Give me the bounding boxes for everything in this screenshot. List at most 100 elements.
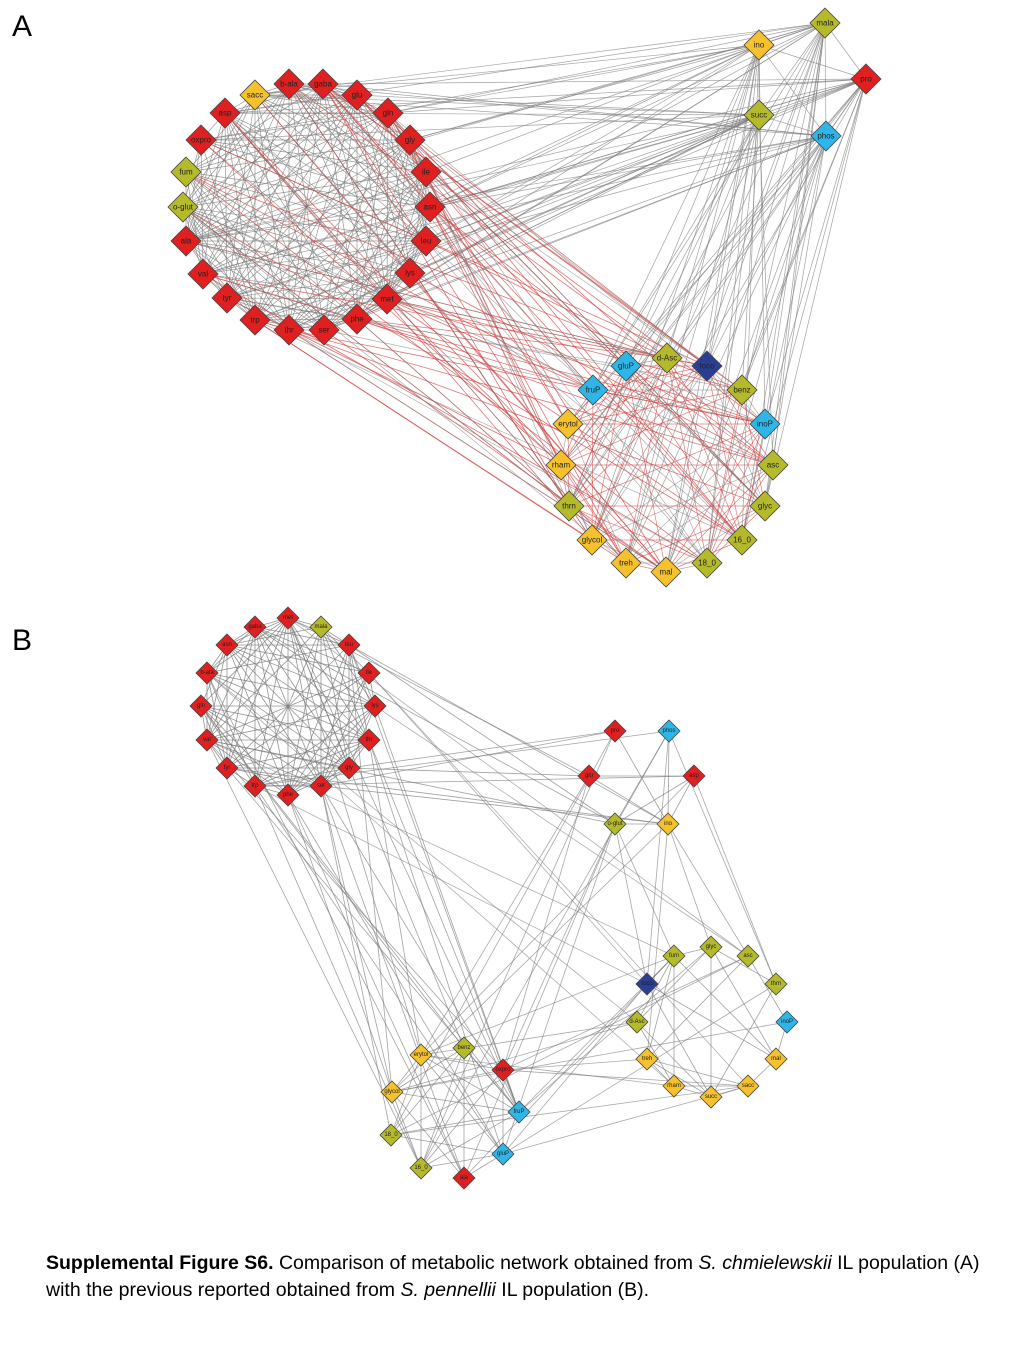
edge bbox=[200, 112, 389, 141]
edge bbox=[420, 775, 590, 1056]
b-node-fruP: fruP bbox=[507, 1100, 531, 1124]
node-label: inoP bbox=[757, 420, 773, 429]
panel-label-a: A bbox=[12, 10, 33, 43]
edge bbox=[425, 171, 743, 391]
edge bbox=[254, 617, 289, 787]
edge bbox=[673, 955, 777, 1060]
b-node-rham: rham bbox=[662, 1074, 686, 1098]
node-shape bbox=[749, 490, 781, 522]
edge bbox=[646, 955, 749, 1060]
edge bbox=[200, 705, 289, 796]
edge bbox=[288, 94, 358, 331]
b-node-mala: mala bbox=[309, 615, 333, 639]
edge bbox=[625, 135, 827, 564]
edge bbox=[592, 114, 760, 391]
a-node-mal: mal bbox=[650, 556, 682, 588]
edge bbox=[625, 365, 766, 425]
node-shape bbox=[726, 524, 758, 556]
edge bbox=[287, 617, 322, 787]
a-node-trp: trp bbox=[239, 304, 271, 336]
edge bbox=[390, 1134, 504, 1155]
edge bbox=[560, 135, 827, 466]
node-label: asn bbox=[222, 642, 232, 648]
edge bbox=[182, 206, 388, 300]
edge bbox=[254, 626, 350, 769]
edge bbox=[226, 114, 760, 299]
a-node-oxpro: oxpro bbox=[185, 124, 217, 156]
edge bbox=[387, 112, 766, 507]
node-label: toco bbox=[699, 362, 715, 371]
node-shape bbox=[625, 1010, 649, 1034]
edge bbox=[374, 705, 749, 957]
edge bbox=[254, 626, 376, 707]
node-shape bbox=[372, 97, 404, 129]
node-shape bbox=[736, 1074, 760, 1098]
edge bbox=[706, 365, 743, 541]
edge bbox=[182, 206, 358, 320]
edge bbox=[758, 22, 826, 116]
edge bbox=[320, 785, 392, 1136]
node-shape bbox=[657, 719, 681, 743]
edge bbox=[320, 785, 393, 1093]
edge bbox=[254, 94, 389, 114]
edge bbox=[226, 94, 256, 299]
node-shape bbox=[743, 29, 775, 61]
edge bbox=[625, 44, 760, 564]
edge bbox=[185, 112, 226, 242]
node-label: glycol bbox=[384, 1089, 399, 1095]
edge bbox=[254, 22, 826, 96]
edge bbox=[182, 206, 774, 466]
edge bbox=[356, 318, 570, 507]
edge bbox=[667, 823, 712, 948]
node-label: asn bbox=[424, 203, 437, 212]
edge bbox=[614, 730, 669, 825]
edge bbox=[323, 329, 667, 573]
node-shape bbox=[341, 79, 373, 111]
node-shape bbox=[764, 1047, 788, 1071]
edge bbox=[591, 365, 627, 541]
edge bbox=[665, 22, 826, 573]
edge bbox=[518, 946, 712, 1113]
edge bbox=[420, 730, 616, 1169]
node-label: ser bbox=[317, 783, 325, 789]
node-label: asp bbox=[689, 773, 699, 779]
edge bbox=[824, 22, 867, 80]
edge bbox=[591, 44, 760, 541]
a-node-erytol: erytol bbox=[552, 408, 584, 440]
edge bbox=[560, 365, 708, 466]
node-label: rham bbox=[552, 461, 571, 470]
a-node-gaba: gaba bbox=[307, 68, 339, 100]
edge bbox=[591, 357, 668, 541]
node-shape bbox=[809, 7, 841, 39]
node-label: oxpro bbox=[191, 136, 212, 145]
edge bbox=[288, 329, 667, 573]
node-label: erytol bbox=[558, 420, 578, 429]
b-node-thr: thr bbox=[357, 728, 381, 752]
edge bbox=[666, 135, 827, 359]
node-label: asc bbox=[743, 953, 752, 959]
node-shape bbox=[775, 1010, 799, 1034]
edge bbox=[625, 114, 760, 367]
edge bbox=[185, 171, 256, 321]
edge bbox=[386, 298, 766, 425]
edge bbox=[666, 357, 708, 564]
b-node-mal: mal bbox=[764, 1047, 788, 1071]
edge bbox=[206, 617, 289, 674]
node-shape bbox=[215, 756, 239, 780]
b-node-ino: ino bbox=[656, 812, 680, 836]
b-node-trp: trp bbox=[243, 774, 267, 798]
edge bbox=[425, 171, 766, 507]
edge bbox=[254, 319, 743, 541]
edge bbox=[764, 78, 867, 425]
caption-label: Supplemental Figure S6. bbox=[46, 1252, 274, 1274]
b-node-oxpro: oxpro bbox=[491, 1058, 515, 1082]
edge bbox=[741, 114, 760, 391]
b-node-sacc: sacc bbox=[736, 1074, 760, 1098]
edge bbox=[625, 464, 774, 564]
edge bbox=[287, 626, 322, 796]
edge bbox=[693, 775, 777, 985]
edge bbox=[182, 22, 826, 208]
b-node-asn: asn bbox=[215, 633, 239, 657]
edge bbox=[226, 644, 376, 707]
node-shape bbox=[337, 633, 361, 657]
